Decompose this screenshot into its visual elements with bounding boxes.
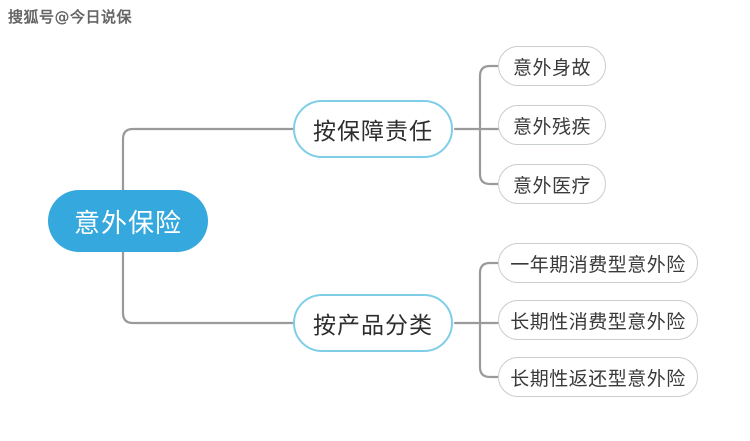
connector-branch-2-leaf-3 bbox=[478, 321, 500, 379]
connector-branch-1-leaf-3 bbox=[478, 127, 500, 186]
branch-node-2-label: 按产品分类 bbox=[313, 312, 433, 338]
mindmap-leaf-node-2-3[interactable]: 长期性返还型意外险 bbox=[498, 357, 698, 397]
mindmap-root-node[interactable]: 意外保险 bbox=[48, 190, 208, 252]
connector-branch-2-leaf-1 bbox=[478, 261, 500, 325]
mindmap-branch-node-1[interactable]: 按保障责任 bbox=[293, 100, 453, 158]
leaf-node-1-1-label: 意外身故 bbox=[512, 57, 591, 79]
watermark-text: 搜狐号@今日说保 bbox=[8, 8, 133, 26]
leaf-node-1-2-label: 意外残疾 bbox=[512, 116, 591, 138]
mindmap-leaf-node-1-2[interactable]: 意外残疾 bbox=[498, 105, 606, 145]
branch-node-1-label: 按保障责任 bbox=[313, 118, 433, 144]
leaf-node-1-3-label: 意外医疗 bbox=[512, 175, 591, 197]
connector-branch-1-leaf-1 bbox=[478, 64, 500, 131]
mindmap-leaf-node-1-3[interactable]: 意外医疗 bbox=[498, 164, 606, 204]
root-node-label: 意外保险 bbox=[73, 207, 182, 238]
mindmap-leaf-node-2-1[interactable]: 一年期消费型意外险 bbox=[498, 243, 698, 283]
mindmap-leaf-node-2-2[interactable]: 长期性消费型意外险 bbox=[498, 300, 698, 340]
mindmap-branch-node-2[interactable]: 按产品分类 bbox=[293, 294, 453, 352]
leaf-node-2-2-label: 长期性消费型意外险 bbox=[510, 311, 686, 333]
mindmap-leaf-node-1-1[interactable]: 意外身故 bbox=[498, 46, 606, 86]
leaf-node-2-3-label: 长期性返还型意外险 bbox=[510, 368, 686, 390]
leaf-node-2-1-label: 一年期消费型意外险 bbox=[510, 254, 686, 276]
